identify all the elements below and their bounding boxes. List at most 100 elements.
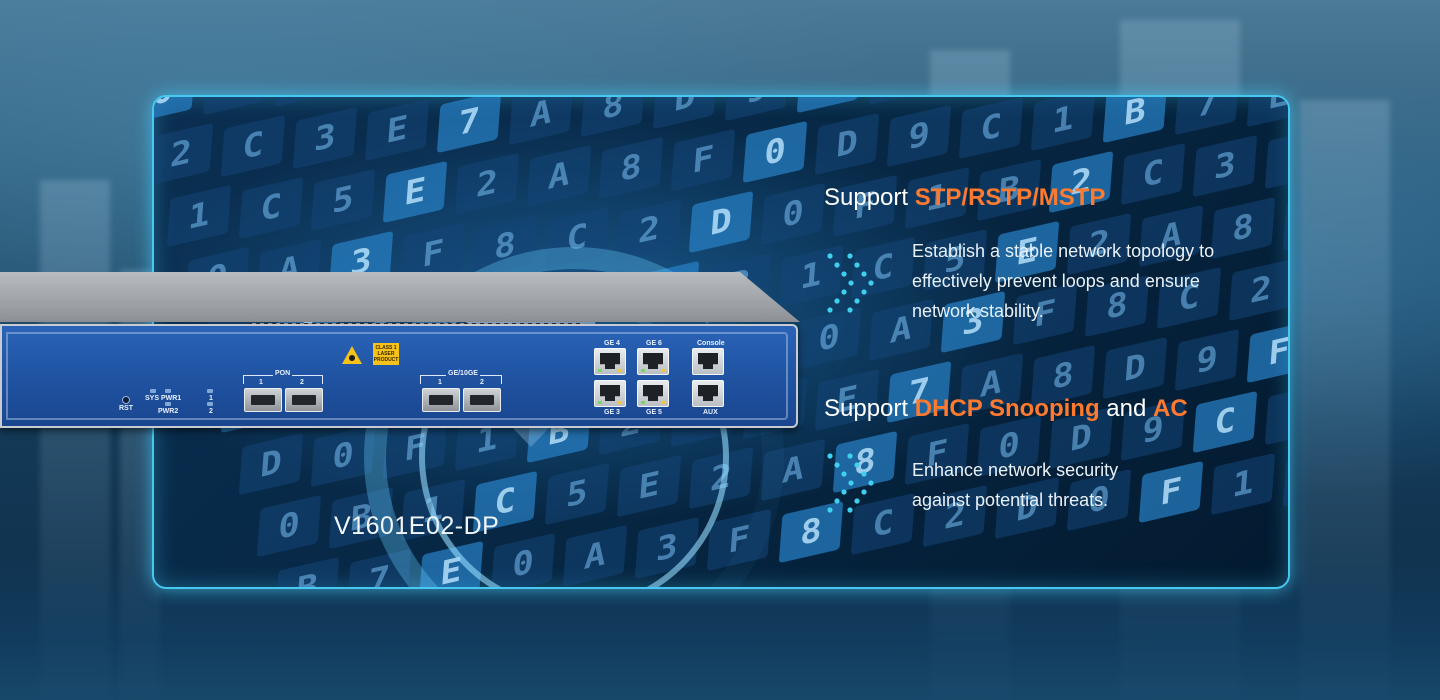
hex-glyph-tile: 1 bbox=[1030, 97, 1096, 152]
hex-glyph-tile: F bbox=[202, 97, 268, 116]
hex-glyph-tile: D bbox=[652, 97, 718, 130]
hex-glyph-tile: C bbox=[1192, 390, 1258, 454]
chevron-dot bbox=[868, 480, 874, 486]
console-label: Console bbox=[697, 340, 725, 347]
chevron-dot bbox=[847, 453, 853, 459]
ge6-label: GE 6 bbox=[646, 340, 662, 347]
feature-desc-stp: Establish a stable network topology to e… bbox=[912, 241, 1215, 321]
aux-label: AUX bbox=[703, 409, 718, 416]
hex-glyph-tile: 8 bbox=[598, 136, 664, 200]
hex-glyph-tile: 0 bbox=[868, 97, 934, 106]
hex-glyph-tile: C bbox=[1120, 142, 1186, 206]
hex-glyph-tile: 0 bbox=[760, 182, 826, 246]
hex-glyph-tile: 7 bbox=[436, 97, 502, 154]
chevron-dot bbox=[827, 453, 833, 459]
hex-glyph-tile: D bbox=[1102, 336, 1168, 400]
console-port bbox=[692, 348, 724, 375]
chevron-dot bbox=[854, 462, 860, 468]
reset-button bbox=[122, 396, 130, 404]
feature-title-dhcp: Support DHCP Snooping and AC bbox=[824, 395, 1188, 422]
ge4-port bbox=[594, 348, 626, 375]
ge6-port bbox=[637, 348, 669, 375]
hex-glyph-tile: D bbox=[814, 112, 880, 176]
chevron-dot bbox=[827, 507, 833, 513]
hex-glyph-tile: 3 bbox=[1192, 134, 1258, 198]
chevron-dot bbox=[847, 507, 853, 513]
device-model-name: V1601E02-DP bbox=[334, 512, 500, 540]
chevron-dot bbox=[827, 307, 833, 313]
chevron-dot bbox=[854, 262, 860, 268]
hex-glyph-tile: 8 bbox=[580, 97, 646, 138]
chevron-dot bbox=[847, 307, 853, 313]
chevron-dot bbox=[841, 271, 847, 277]
ge5-port bbox=[637, 380, 669, 407]
feature-highlight-ac: AC bbox=[1153, 395, 1188, 422]
chevron-dot bbox=[841, 471, 847, 477]
chevron-dot bbox=[834, 462, 840, 468]
olt-device bbox=[0, 272, 800, 430]
hex-glyph-tile: 9 bbox=[886, 104, 952, 168]
chevron-dot bbox=[834, 262, 840, 268]
chevron-dot bbox=[847, 253, 853, 259]
pon-port-1-label: 1 bbox=[259, 379, 263, 386]
chevron-dot bbox=[861, 271, 867, 277]
chevron-dot bbox=[854, 298, 860, 304]
hex-glyph-tile: 1 bbox=[274, 97, 340, 108]
chevron-dot bbox=[834, 298, 840, 304]
rst-label: RST bbox=[119, 405, 133, 412]
device-chassis-top bbox=[0, 272, 800, 322]
hex-glyph-tile: E bbox=[1246, 97, 1288, 128]
hex-glyph-tile: C bbox=[238, 176, 304, 240]
hex-glyph-tile: 9 bbox=[724, 97, 790, 122]
hex-glyph-tile: 2 bbox=[454, 152, 520, 216]
hex-glyph-tile: 5 bbox=[310, 168, 376, 232]
ge-sfp-port-1 bbox=[422, 388, 460, 412]
hex-glyph-tile: F bbox=[1282, 188, 1288, 252]
led-pwr1 bbox=[165, 389, 171, 393]
hex-glyph-tile: C bbox=[220, 114, 286, 178]
ge3-port bbox=[594, 380, 626, 407]
hex-glyph-tile: B bbox=[1282, 444, 1288, 508]
hex-glyph-tile: B bbox=[274, 556, 340, 587]
pon-port-2-label: 2 bbox=[300, 379, 304, 386]
hex-glyph-tile: 0 bbox=[256, 494, 322, 558]
hex-glyph-tile: 7 bbox=[1174, 97, 1240, 136]
led-sys bbox=[150, 389, 156, 393]
ge-port-1-label: 1 bbox=[438, 379, 442, 386]
hex-glyph-tile: D bbox=[238, 432, 304, 496]
feature-title-stp: Support STP/RSTP/MSTP bbox=[824, 184, 1106, 211]
aux-port bbox=[692, 380, 724, 407]
hex-glyph-tile: 0 bbox=[742, 120, 808, 184]
hex-glyph-tile: E bbox=[1264, 126, 1288, 190]
hex-glyph-tile: A bbox=[526, 144, 592, 208]
chevron-dot bbox=[861, 489, 867, 495]
ge3-label: GE 3 bbox=[604, 409, 620, 416]
pon-led-1-label: 1 bbox=[209, 395, 213, 402]
chevron-dot bbox=[861, 471, 867, 477]
chevron-dot bbox=[834, 498, 840, 504]
ge-10ge-label: GE/10GE bbox=[446, 370, 480, 377]
hex-glyph-tile: 2 bbox=[154, 122, 214, 186]
chevron-dot bbox=[848, 280, 854, 286]
ge5-label: GE 5 bbox=[646, 409, 662, 416]
feature-desc-dhcp: Enhance network security against potenti… bbox=[912, 460, 1119, 510]
hex-glyph-tile: 3 bbox=[292, 106, 358, 170]
pon-label: PON bbox=[273, 370, 293, 377]
hex-glyph-tile: F bbox=[796, 97, 862, 114]
ge4-label: GE 4 bbox=[604, 340, 620, 347]
hex-glyph-tile: 1 bbox=[1264, 382, 1288, 446]
hex-glyph-tile: 0 bbox=[154, 97, 196, 124]
device-front-panel bbox=[0, 324, 798, 428]
chevron-dot bbox=[848, 480, 854, 486]
hex-glyph-tile: 9 bbox=[1174, 328, 1240, 392]
hex-glyph-tile: E bbox=[364, 98, 430, 162]
hex-glyph-tile: B bbox=[1102, 97, 1168, 144]
hex-glyph-tile: E bbox=[382, 160, 448, 224]
pon-led-2-label: 2 bbox=[209, 408, 213, 415]
hex-glyph-tile: B bbox=[346, 97, 412, 100]
chevron-dot bbox=[861, 289, 867, 295]
chevron-dot bbox=[868, 280, 874, 286]
pon-sfp-port-1 bbox=[244, 388, 282, 412]
ge-port-2-label: 2 bbox=[480, 379, 484, 386]
